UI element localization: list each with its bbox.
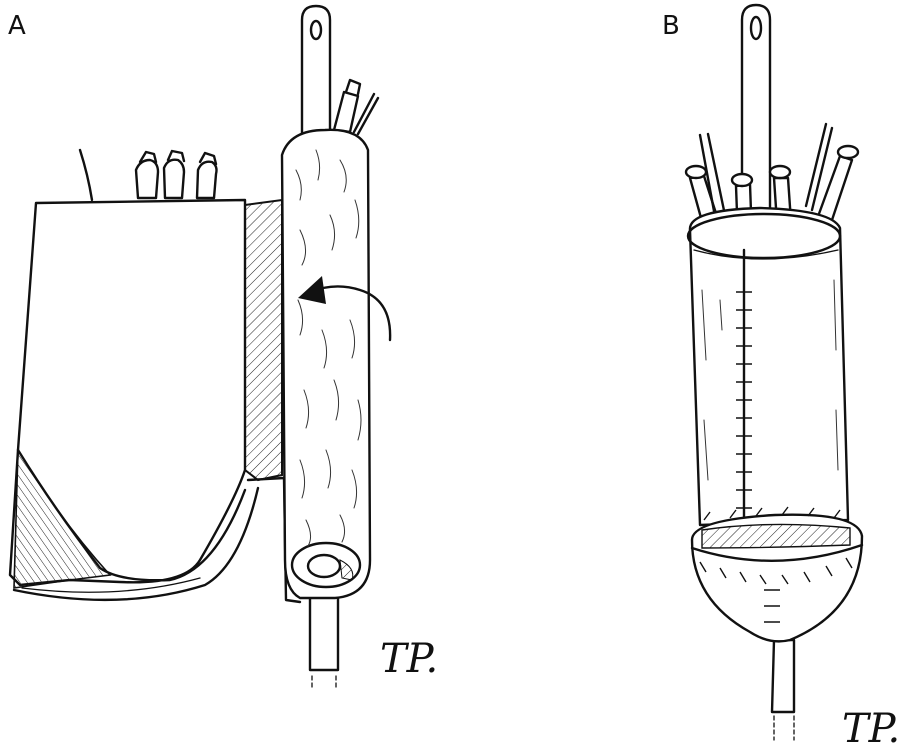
- panel-b-signature: TP.: [842, 706, 900, 752]
- horizontal-suture-line: [699, 506, 853, 623]
- panel-b-cup: [690, 506, 864, 643]
- vertical-suture-line: [736, 291, 752, 509]
- panel-b: B: [662, 3, 900, 752]
- panel-b-catheter: [740, 3, 796, 741]
- panel-a: A: [8, 4, 438, 691]
- panel-b-sleeve: [686, 206, 850, 592]
- panel-a-flap: [8, 198, 260, 602]
- panel-b-label: B: [662, 11, 680, 41]
- panel-a-drain-tubes: [78, 148, 218, 202]
- panel-a-rolled-sleeve: [280, 128, 372, 600]
- panel-a-label: A: [8, 11, 26, 41]
- rotation-arrow: [298, 276, 392, 342]
- panel-a-signature: TP.: [380, 636, 438, 682]
